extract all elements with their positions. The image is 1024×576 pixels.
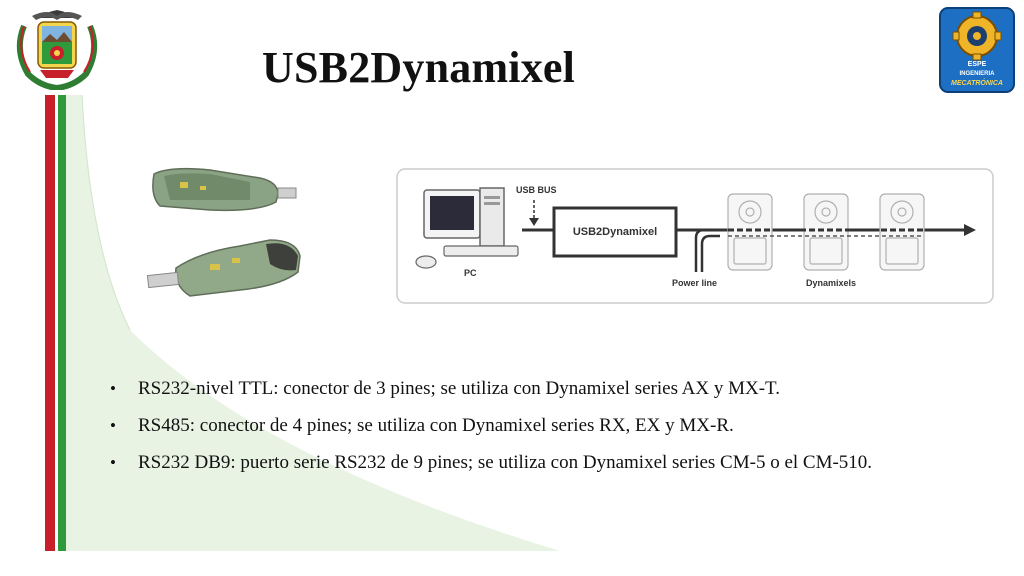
bus-arrow-icon <box>964 224 976 236</box>
green-stripe <box>58 95 66 551</box>
power-line-label: Power line <box>672 278 717 288</box>
coat-of-arms-icon <box>16 10 98 90</box>
red-stripe <box>45 95 55 551</box>
dynamixel-servo-icon <box>879 193 925 271</box>
logo-line-2: INGENIERIA <box>959 71 995 77</box>
white-stripe <box>55 95 58 551</box>
logo-line-1: ESPE <box>968 61 987 68</box>
usb2dynamixel-box <box>552 206 678 258</box>
dynamixel-servo-icon <box>803 193 849 271</box>
bullet-icon: • <box>110 453 116 472</box>
list-item: • RS232-nivel TTL: conector de 3 pines; … <box>108 378 988 400</box>
list-item: • RS232 DB9: puerto serie RS232 de 9 pin… <box>108 452 988 474</box>
usb2dynamixel-box-label: USB2Dynamixel <box>573 226 657 238</box>
bullet-text: RS232-nivel TTL: conector de 3 pines; se… <box>138 378 780 399</box>
list-item: • RS485: conector de 4 pines; se utiliza… <box>108 415 988 437</box>
usb2dynamixel-device-photo <box>146 167 301 297</box>
pc-icon <box>415 187 519 269</box>
espe-mechatronics-gear-logo-icon: ESPE INGENIERIA MECATRÓNICA <box>939 7 1015 93</box>
pc-label: PC <box>464 268 477 278</box>
device-top-icon <box>152 167 297 212</box>
connection-diagram: PC USB BUS USB2Dynamixel Power line Dyna… <box>396 168 994 304</box>
bullet-list: • RS232-nivel TTL: conector de 3 pines; … <box>108 378 988 489</box>
bullet-icon: • <box>110 416 116 435</box>
logo-line-3: MECATRÓNICA <box>951 78 1003 87</box>
usb-bus-label: USB BUS <box>516 185 557 195</box>
bullet-icon: • <box>110 379 116 398</box>
slide-title: USB2Dynamixel <box>262 43 576 92</box>
device-bottom-icon <box>146 239 301 297</box>
usb-bus-arrow-icon <box>529 218 539 226</box>
dynamixel-servo-icon <box>727 193 773 271</box>
espe-mechatronics-logo: ESPE INGENIERIA MECATRÓNICA <box>938 6 1016 94</box>
bullet-text: RS485: conector de 4 pines; se utiliza c… <box>138 415 734 436</box>
bullet-text: RS232 DB9: puerto serie RS232 de 9 pines… <box>138 452 873 473</box>
dynamixels-label: Dynamixels <box>806 278 856 288</box>
